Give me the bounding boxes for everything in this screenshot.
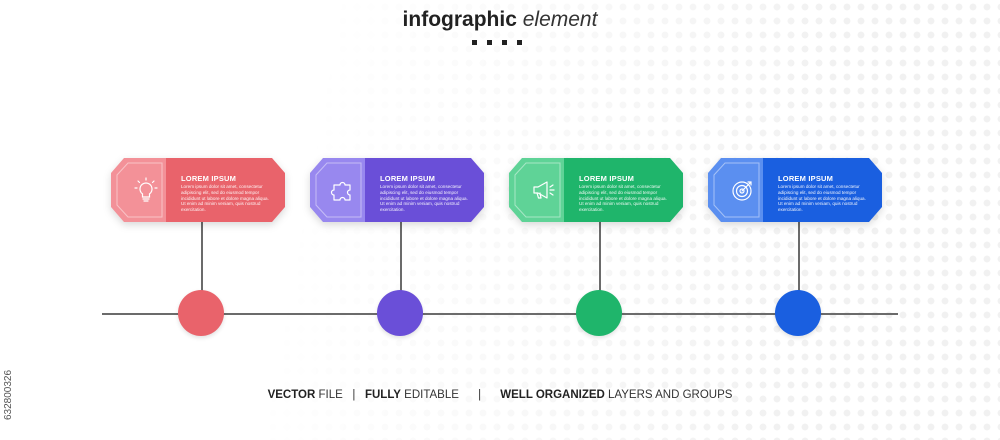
footer-vector: FILE — [318, 389, 343, 401]
title-dot — [517, 40, 522, 45]
title-bold: infographic — [402, 8, 517, 31]
step-1-shape — [111, 158, 285, 222]
step-4-body: Lorem ipsum dolor sit amet, consectetur … — [778, 184, 866, 213]
footer-fully-bold: FULLY — [364, 389, 401, 401]
step-3-connector — [599, 222, 601, 292]
step-2-connector — [400, 222, 402, 292]
step-4-shape — [708, 158, 882, 222]
footer-vector-bold: VECTOR — [267, 389, 316, 401]
title-dot — [472, 40, 477, 45]
step-4-node — [775, 290, 821, 336]
lightbulb-icon — [134, 177, 158, 202]
step-2-body: Lorem ipsum dolor sit amet, consectetur … — [380, 184, 468, 213]
puzzle-icon — [330, 181, 351, 201]
step-3-shape — [509, 158, 683, 222]
step-4-card: LOREM IPSUM Lorem ipsum dolor sit amet, … — [707, 157, 883, 223]
step-1-body: Lorem ipsum dolor sit amet, consectetur … — [181, 184, 269, 213]
footer-separator: | — [352, 389, 356, 401]
step-2-heading: LOREM IPSUM — [380, 174, 436, 183]
target-icon — [732, 181, 752, 201]
page-title: infographic element — [0, 8, 1000, 32]
title-dots — [472, 40, 522, 45]
step-2-shape — [310, 158, 484, 222]
footer-layers: LAYERS AND GROUPS — [608, 389, 733, 401]
timeline-line — [102, 313, 898, 315]
title-dot — [487, 40, 492, 45]
step-4-heading: LOREM IPSUM — [778, 174, 834, 183]
step-1-connector — [201, 222, 203, 292]
footer-caption: VECTOR FILE | FULLY EDITABLE | WELL ORGA… — [0, 389, 1000, 401]
step-2-node — [377, 290, 423, 336]
footer-organized-bold: WELL ORGANIZED — [500, 389, 605, 401]
step-1-card: LOREM IPSUM Lorem ipsum dolor sit amet, … — [110, 157, 286, 223]
step-1-heading: LOREM IPSUM — [181, 174, 237, 183]
step-1-node — [178, 290, 224, 336]
step-3-node — [576, 290, 622, 336]
megaphone-icon — [533, 181, 555, 199]
title-italic: element — [522, 8, 598, 31]
title-dot — [502, 40, 507, 45]
stock-id: 632800326 — [3, 369, 14, 420]
footer-separator: | — [478, 389, 482, 401]
step-3-body: Lorem ipsum dolor sit amet, consectetur … — [579, 184, 667, 213]
step-2-card: LOREM IPSUM Lorem ipsum dolor sit amet, … — [309, 157, 485, 223]
step-3-heading: LOREM IPSUM — [579, 174, 635, 183]
footer-editable: EDITABLE — [404, 389, 459, 401]
step-3-card: LOREM IPSUM Lorem ipsum dolor sit amet, … — [508, 157, 684, 223]
step-4-connector — [798, 222, 800, 292]
